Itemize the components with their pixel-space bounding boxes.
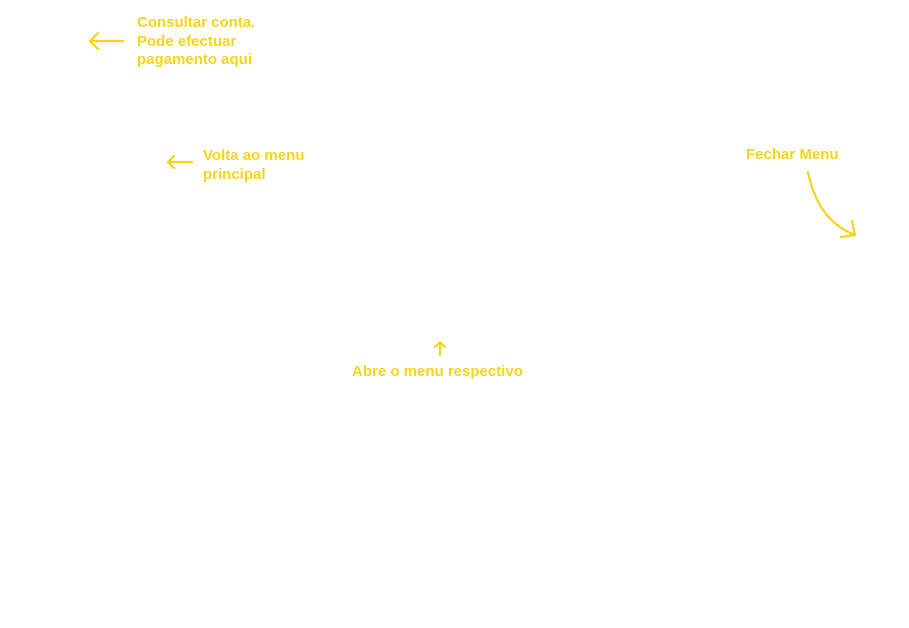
arrow-left-icon [88, 31, 125, 51]
arrow-left-icon [166, 154, 194, 170]
curved-arrow-down-right-icon [806, 170, 857, 239]
open-menu-hint-text: Abre o menu respectivo [352, 363, 523, 380]
arrow-up-icon [433, 340, 447, 357]
back-hint-text: Volta ao menu principal [203, 147, 305, 183]
account-hint-text: Consultar conta. Pode efectuar pagamento… [137, 14, 256, 68]
close-hint-text: Fechar Menu [746, 146, 839, 163]
